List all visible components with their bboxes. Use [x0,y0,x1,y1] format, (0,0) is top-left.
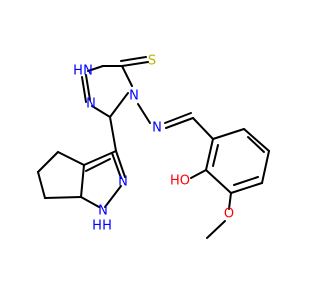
bond-c-s [121,61,149,67]
bond-n4-c5 [121,65,133,87]
pyrazole-n2-label: N [118,175,128,190]
bond-n1-n2-double [81,76,87,103]
bond-c7a-c3a [80,164,85,198]
bond-nimine-ch-double [164,112,192,124]
bond-ar2 [243,128,270,152]
bond-ar4 [230,182,263,194]
hydroxyl-label: HO [170,174,190,189]
triazole-n-left-label: N [86,97,96,112]
bond-n1-n2 [85,74,91,101]
bond-c-s-double [120,56,147,62]
bonds [37,56,270,239]
triazole-nh-h-label: H [73,64,83,79]
bond-ar6-inner [212,144,219,167]
bond-ar3 [261,150,270,184]
pyrazole-nh-n-label: N [98,204,108,219]
bond-ch-aryl [192,117,214,140]
imine-n-label: N [152,121,162,136]
bond-c3-n4 [109,92,129,118]
bond-c3a-c3-inner [85,158,111,172]
bond-n1-c7a [80,196,100,208]
bond-triazole-pyrazole [109,116,117,152]
pyrazole-nh-h-label: H [102,219,112,234]
bond-n1-c5 [87,65,104,72]
bond-nimine-ch [165,117,194,129]
bond-o-ch3 [206,220,226,239]
bond-ar2-inner [247,136,265,153]
triazole-n-top-label: N [83,64,93,79]
bond-c3a-c3 [83,150,117,166]
bond-c3-n2 [115,150,126,178]
bond-c3-n2-double [111,152,122,179]
atom-labels: H N N N S N N N H H HO O [73,54,234,234]
structure-drawing: H N N N S N N N H H HO O [37,54,270,239]
molecule-diagram: H N N N S N N N H H HO O [37,53,270,239]
bond-n4-nimine [137,103,151,124]
bond-ar4-inner [233,176,259,186]
bond-c4-c5 [37,151,59,173]
bond-n2-n1 [104,185,122,208]
bond-n2-c3 [91,105,111,118]
bond-c6-c7a [44,196,82,199]
bond-ar1 [212,128,245,140]
bond-ar6 [205,138,214,171]
bond-c3a-c4 [57,151,85,166]
bond-ar-o [228,192,232,210]
triazole-n4-label: N [129,89,139,104]
bond-c5-c6 [37,171,46,199]
pyrazole-nh-h-prefix-label: H [92,219,102,234]
bond-ar-oh [190,169,207,179]
methoxy-o-label: O [224,207,234,222]
thione-s-label: S [148,54,156,69]
bond-ar5 [205,169,232,194]
